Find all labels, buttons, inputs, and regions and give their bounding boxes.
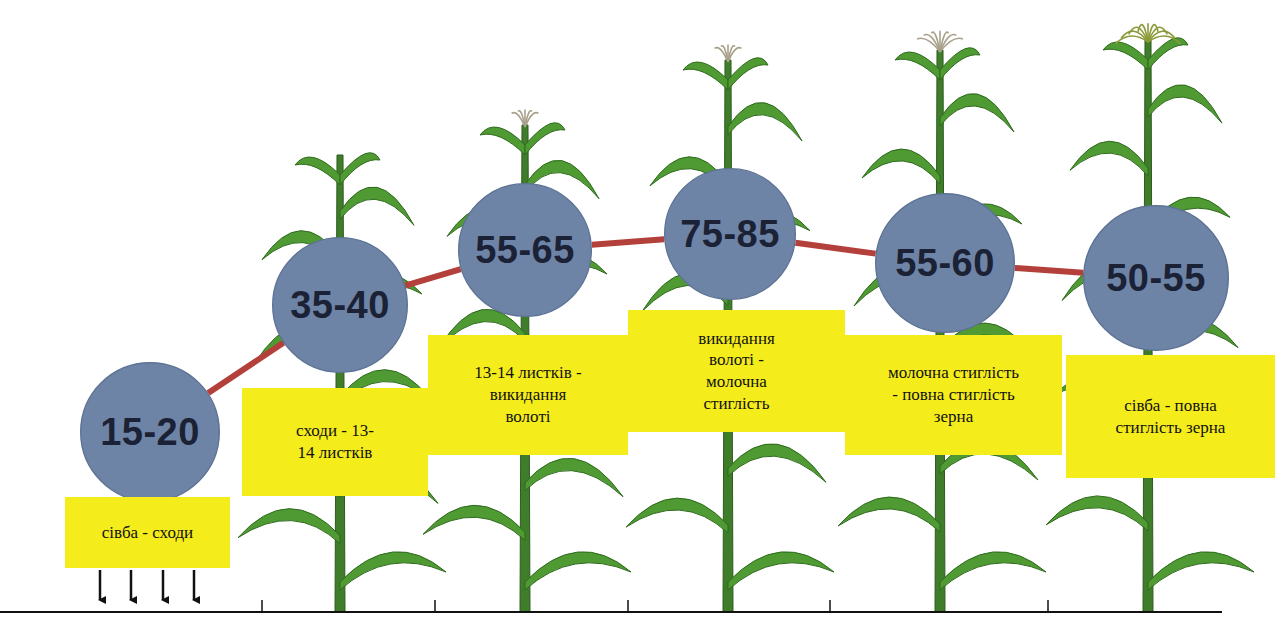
value-number: 75-85 — [680, 213, 780, 256]
trend-connector — [592, 239, 664, 245]
value-circle: 50-55 — [1083, 205, 1229, 351]
stage-text: сходи - 13-14 листків — [290, 420, 380, 464]
value-number: 35-40 — [290, 284, 390, 327]
value-number: 15-20 — [100, 411, 200, 454]
trend-connector — [208, 343, 283, 393]
trend-connector — [1015, 268, 1083, 273]
corn-plant — [423, 110, 631, 612]
stage-box: сівба - сходи — [65, 497, 230, 568]
stage-box: сходи - 13-14 листків — [242, 388, 428, 496]
value-circle: 35-40 — [272, 237, 408, 373]
value-number: 55-60 — [895, 242, 995, 285]
stage-text: молочна стиглість - повна стиглість зерн… — [885, 362, 1022, 427]
stage-text: викидання волоті - молочна стиглість — [680, 328, 793, 415]
corn-plant — [238, 153, 446, 612]
trend-connector — [405, 269, 461, 286]
corn-plant — [1046, 24, 1254, 612]
value-circle: 15-20 — [80, 362, 220, 502]
value-number: 55-65 — [475, 229, 575, 272]
stage-text: 13-14 листків - викидання волоті — [470, 362, 586, 427]
stage-text: сівба - сходи — [102, 522, 193, 544]
value-circle: 75-85 — [664, 168, 796, 300]
stage-box: сівба - повна стиглість зерна — [1066, 355, 1275, 478]
value-circle: 55-60 — [875, 193, 1015, 333]
stage-ticks — [262, 600, 1048, 612]
stage-text: сівба - повна стиглість зерна — [1096, 395, 1245, 439]
stage-box: викидання волоті - молочна стиглість — [628, 310, 845, 432]
sowing-arrows — [100, 570, 194, 600]
stage-box: молочна стиглість - повна стиглість зерн… — [845, 335, 1062, 455]
value-circle: 55-65 — [458, 183, 592, 317]
corn-plant — [838, 31, 1046, 612]
trend-connector — [795, 243, 875, 254]
ground-line — [0, 611, 1222, 613]
value-number: 50-55 — [1106, 257, 1206, 300]
stage-box: 13-14 листків - викидання волоті — [428, 335, 628, 455]
